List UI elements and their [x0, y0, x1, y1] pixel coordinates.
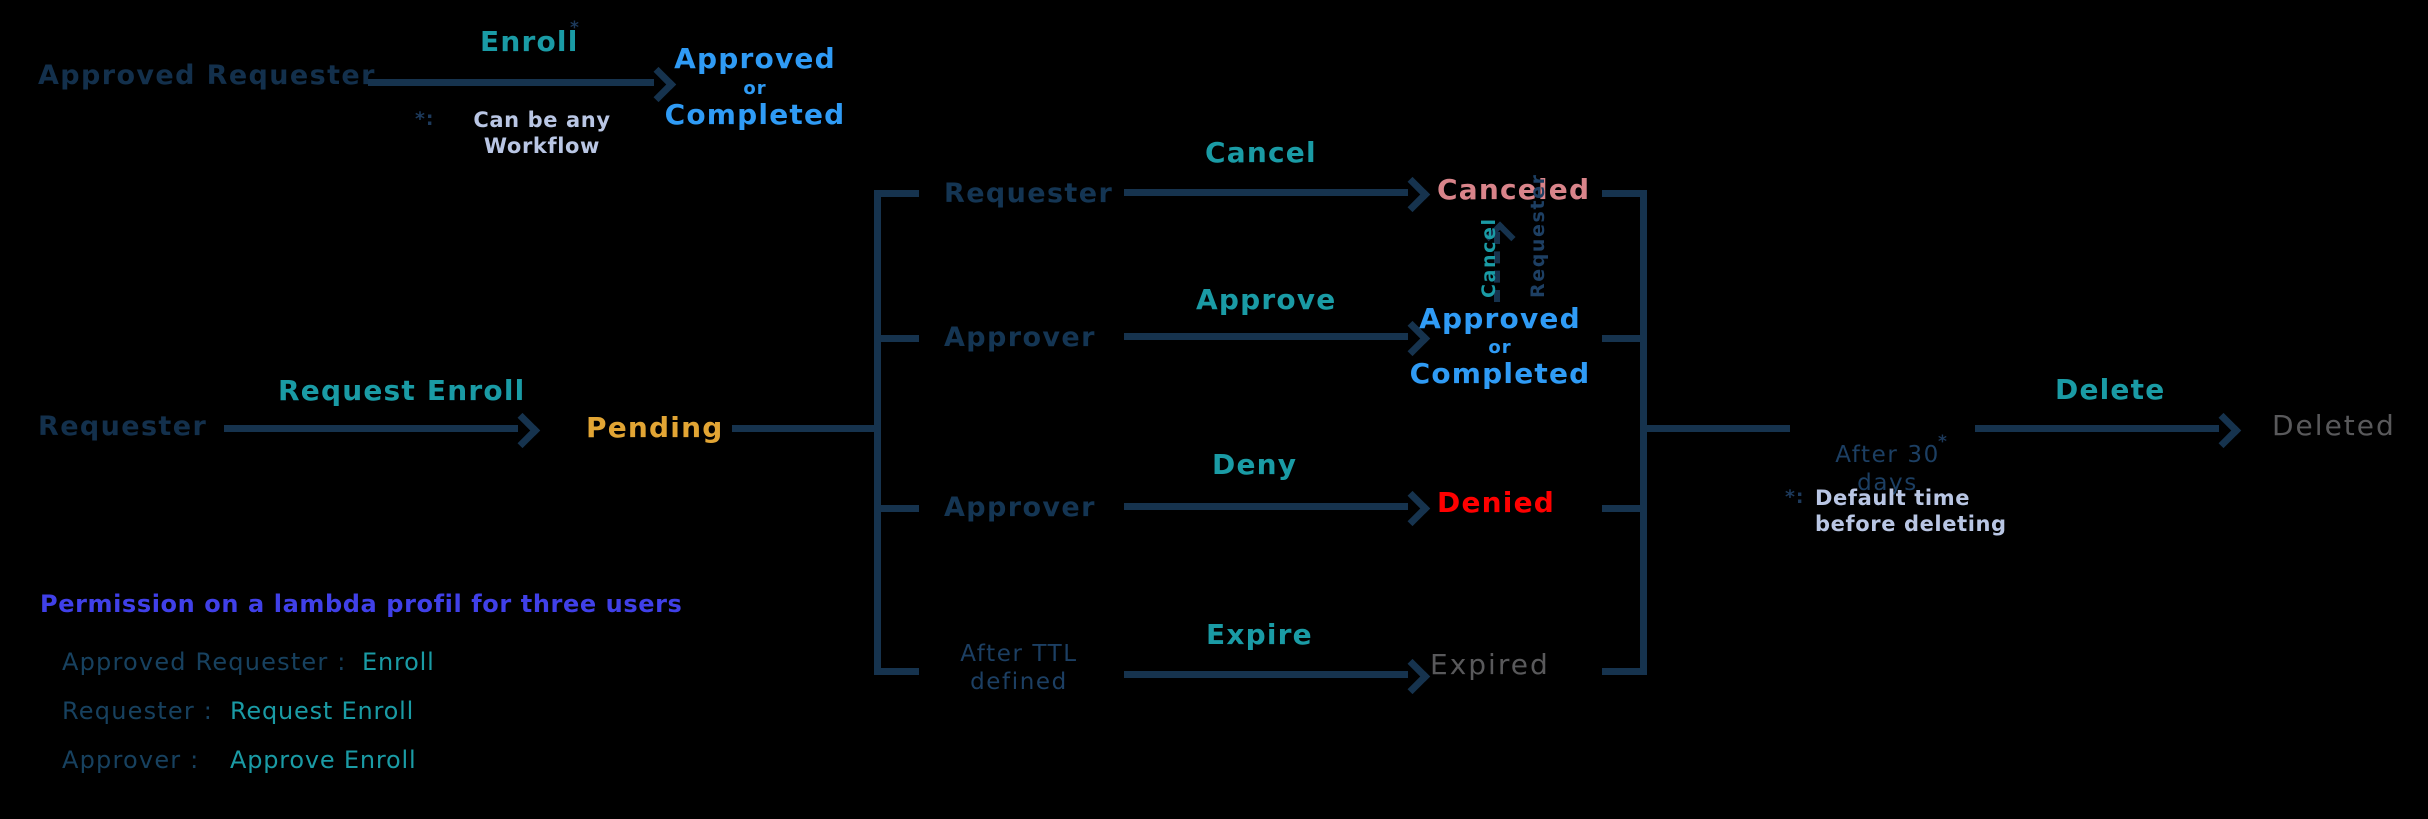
edge-label-cancel: Cancel	[1205, 136, 1317, 169]
legend-role-0: Approved Requester :	[62, 648, 347, 676]
arrow-cancel	[1124, 176, 1431, 213]
branch-condition-ttl-line1: After TTL	[960, 641, 1078, 667]
legend-role-1: Requester :	[62, 697, 214, 725]
footnote-superscript-enroll: *	[570, 18, 579, 38]
edge-label-deny: Deny	[1212, 448, 1298, 481]
arrow-approve	[1124, 320, 1431, 357]
node-pending: Pending	[586, 411, 724, 444]
arrow-expire	[1124, 658, 1431, 695]
legend-title: Permission on a lambda profil for three …	[40, 590, 683, 618]
arrow-delete	[1975, 412, 2242, 449]
node-requester: Requester	[38, 411, 208, 442]
connector-branch-to-delete	[1640, 425, 1790, 432]
node-denied: Denied	[1437, 486, 1555, 519]
node-completed-mid-line2: Completed	[1409, 357, 1591, 390]
arrow-deny	[1124, 490, 1431, 527]
branch-stub-right-1	[1602, 190, 1647, 197]
branch-bracket-right-spine	[1640, 190, 1647, 675]
branch-actor-approver-approve: Approver	[944, 322, 1096, 353]
branch-stub-right-3	[1602, 505, 1647, 512]
footnote-text-delete-line2: before deleting	[1815, 512, 2007, 536]
node-deleted: Deleted	[2272, 409, 2396, 442]
legend-permission-1: Request Enroll	[230, 697, 415, 725]
footnote-text-workflow-line2: Workflow	[483, 134, 601, 158]
delete-condition-line1: After 30	[1835, 442, 1940, 468]
branch-stub-left-4	[874, 668, 919, 675]
branch-stub-right-4	[1602, 668, 1647, 675]
footnote-text-workflow-line1: Can be any	[473, 108, 611, 132]
branch-bracket-left-spine	[874, 190, 881, 675]
connector-pending-to-branch	[732, 425, 880, 432]
reverse-edge-dashed-line	[1494, 232, 1500, 302]
footnote-superscript-delete: *	[1938, 432, 1947, 452]
arrow-request-enroll	[224, 412, 541, 449]
node-approved-mid-line1: Approved	[1419, 302, 1581, 335]
footnote-text-delete-line1: Default time	[1815, 486, 1971, 510]
node-approved-top-line1: Approved	[674, 42, 836, 75]
node-expired: Expired	[1430, 648, 1550, 681]
arrow-enroll	[368, 66, 677, 103]
legend-permission-0: Enroll	[362, 648, 435, 676]
footnote-marker-delete: *:	[1785, 486, 1805, 508]
reverse-edge-label-cancel: Cancel	[1478, 217, 1500, 298]
node-approved-top-or: or	[743, 78, 767, 99]
branch-stub-right-2	[1602, 335, 1647, 342]
edge-label-delete: Delete	[2055, 373, 2166, 406]
node-completed-top-line2: Completed	[664, 98, 846, 131]
branch-condition-ttl-line2: defined	[970, 669, 1068, 695]
edge-label-request-enroll: Request Enroll	[278, 374, 526, 407]
branch-stub-left-2	[874, 335, 919, 342]
legend-role-2: Approver :	[62, 746, 200, 774]
node-canceled: Canceled	[1437, 173, 1591, 206]
branch-stub-left-3	[874, 505, 919, 512]
delete-condition-line2: days	[1857, 470, 1918, 496]
reverse-edge-label-requester: Requester	[1527, 173, 1549, 298]
node-approved-mid-or: or	[1488, 337, 1512, 358]
edge-label-enroll: Enroll	[480, 25, 579, 58]
edge-label-expire: Expire	[1206, 618, 1313, 651]
legend-permission-2: Approve Enroll	[230, 746, 417, 774]
branch-actor-approver-deny: Approver	[944, 492, 1096, 523]
branch-actor-requester-cancel: Requester	[944, 178, 1114, 209]
node-approved-requester: Approved Requester	[38, 60, 376, 91]
edge-label-approve: Approve	[1196, 283, 1337, 316]
branch-stub-left-1	[874, 190, 919, 197]
footnote-marker-workflow: *:	[415, 108, 435, 130]
